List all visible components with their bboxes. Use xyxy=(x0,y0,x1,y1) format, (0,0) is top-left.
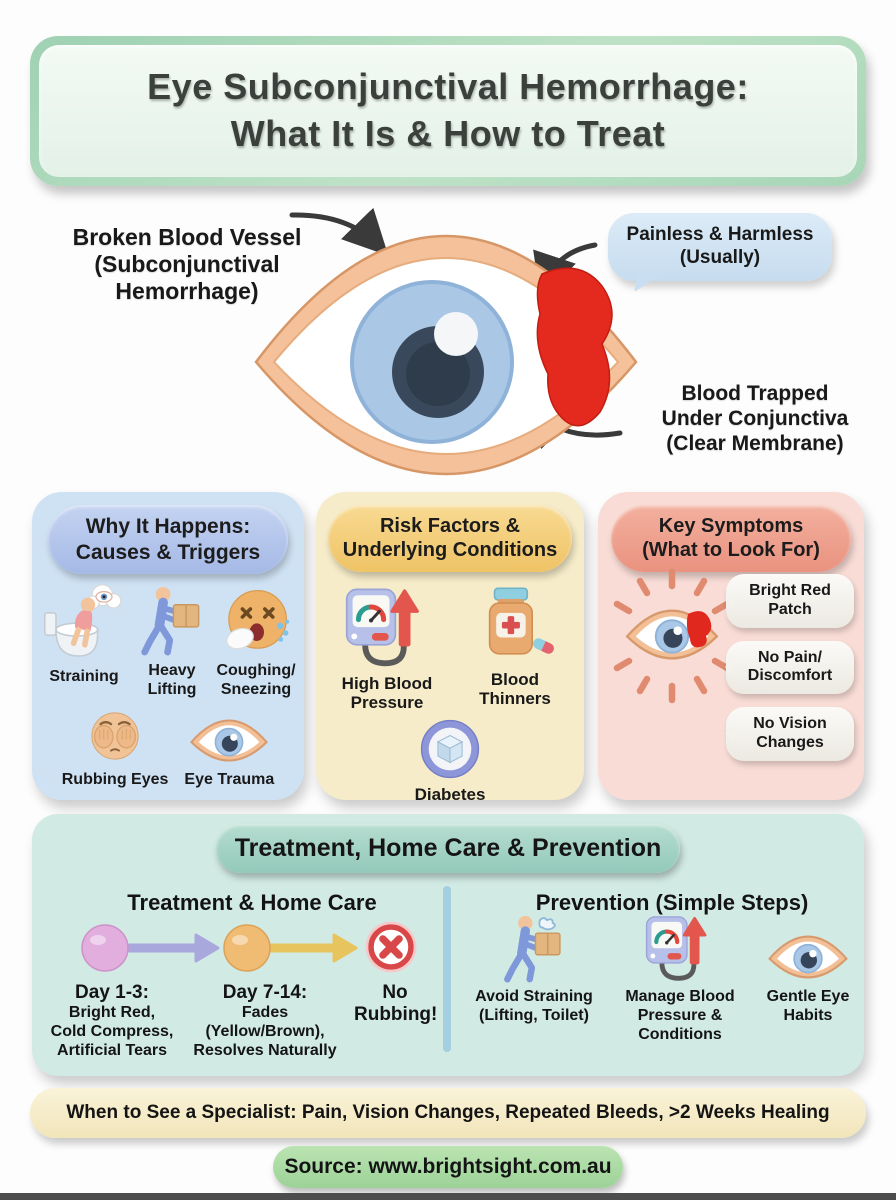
symptom-bubble-no-pain: No Pain/ Discomfort xyxy=(725,640,854,695)
cause-item-straining: Straining xyxy=(40,584,128,699)
manage-bp-icon xyxy=(641,912,719,984)
cause-item-eye-trauma: Eye Trauma xyxy=(184,705,274,789)
blood-pressure-icon xyxy=(340,586,434,670)
specialist-warning-strip: When to See a Specialist: Pain, Vision C… xyxy=(30,1088,866,1138)
symptom-bubble-bright-red-patch: Bright Red Patch xyxy=(725,573,854,628)
risks-row-2: Diabetes xyxy=(316,717,584,805)
diabetes-icon xyxy=(418,717,482,781)
prevention-section-title: Prevention (Simple Steps) xyxy=(535,890,809,915)
cause-label-coughing: Coughing/ Sneezing xyxy=(216,662,296,698)
prevention-item-avoid-straining: Avoid Straining (Lifting, Toilet) xyxy=(464,912,604,1045)
risks-row-1: High Blood Pressure xyxy=(316,586,584,713)
source-attribution: Source: www.brightsight.com.au xyxy=(273,1146,623,1188)
eye-trauma-icon xyxy=(189,705,269,767)
symptom-eye-icon xyxy=(613,568,731,704)
timeline-step-1-title: Day 1-3: xyxy=(75,982,149,1003)
gentle-eye-icon xyxy=(767,912,849,984)
bottom-edge-bar xyxy=(0,1193,896,1200)
causes-panel-header: Why It Happens: Causes & Triggers xyxy=(48,505,288,575)
treatment-panel-header: Treatment, Home Care & Prevention xyxy=(216,824,680,873)
symptoms-body: Bright Red Patch No Pain/ Discomfort No … xyxy=(598,568,864,772)
risk-label-diabetes: Diabetes xyxy=(414,784,486,804)
causes-row-1: Straining Heavy Lifting xyxy=(32,584,304,699)
treatment-section-title: Treatment & Home Care xyxy=(127,890,377,915)
timeline-step-2-desc: Fades (Yellow/Brown), Resolves Naturally xyxy=(193,1004,337,1060)
avoid-straining-icon xyxy=(498,912,570,984)
eye-illustration xyxy=(254,234,638,476)
causes-row-2: Rubbing Eyes Eye Trauma xyxy=(32,705,304,789)
heavy-lifting-icon xyxy=(135,584,209,658)
symptom-bubbles: Bright Red Patch No Pain/ Discomfort No … xyxy=(725,573,854,762)
title-banner: Eye Subconjunctival Hemorrhage: What It … xyxy=(30,36,866,186)
prevention-items: Avoid Straining (Lifting, Toilet) Manage… xyxy=(464,912,860,1045)
causes-panel: Why It Happens: Causes & Triggers xyxy=(32,492,304,800)
title-inner: Eye Subconjunctival Hemorrhage: What It … xyxy=(39,45,857,177)
prevention-label-avoid-straining: Avoid Straining (Lifting, Toilet) xyxy=(475,988,593,1024)
symptoms-panel: Key Symptoms (What to Look For) xyxy=(598,492,864,800)
symptom-bubble-no-vision-changes: No Vision Changes xyxy=(725,707,854,762)
prevention-label-gentle-eye: Gentle Eye Habits xyxy=(766,988,850,1024)
rubbing-eyes-icon xyxy=(82,705,148,767)
straining-icon xyxy=(40,584,128,664)
cause-item-heavy-lifting: Heavy Lifting xyxy=(135,584,209,699)
blood-trapped-label: Blood Trapped Under Conjunctiva (Clear M… xyxy=(661,382,849,455)
risk-label-blood-thinners: Blood Thinners xyxy=(479,669,551,709)
cause-item-rubbing-eyes: Rubbing Eyes xyxy=(61,705,169,789)
prevention-label-manage-bp: Manage Blood Pressure & Conditions xyxy=(625,988,735,1043)
page-title-line1: Eye Subconjunctival Hemorrhage: xyxy=(147,66,749,108)
cause-label-heavy-lifting: Heavy Lifting xyxy=(147,662,197,698)
coughing-sneezing-icon xyxy=(216,584,296,658)
timeline-step-1: Day 1-3: Bright Red, Cold Compress, Arti… xyxy=(40,982,184,1061)
no-rubbing-icon xyxy=(365,921,417,973)
risk-item-blood-pressure: High Blood Pressure xyxy=(340,586,434,713)
prevention-item-gentle-eye: Gentle Eye Habits xyxy=(756,912,860,1045)
page-title-line2: What It Is & How to Treat xyxy=(230,113,666,154)
cause-item-coughing: Coughing/ Sneezing xyxy=(216,584,296,699)
blood-thinners-icon xyxy=(470,586,560,666)
risk-item-blood-thinners: Blood Thinners xyxy=(470,586,560,713)
healing-timeline xyxy=(81,924,358,972)
painless-bubble: Painless & Harmless (Usually) xyxy=(608,213,832,281)
treatment-panel: Treatment, Home Care & Prevention Treatm… xyxy=(32,814,864,1076)
timeline-step-1-desc: Bright Red, Cold Compress, Artificial Te… xyxy=(50,1004,174,1060)
cause-label-rubbing-eyes: Rubbing Eyes xyxy=(61,771,169,788)
cause-label-eye-trauma: Eye Trauma xyxy=(184,771,275,788)
section-divider xyxy=(443,886,451,1052)
timeline-step-2: Day 7-14: Fades (Yellow/Brown), Resolves… xyxy=(184,982,346,1061)
no-rubbing-label: No Rubbing! xyxy=(354,982,438,1026)
risks-panel-header: Risk Factors & Underlying Conditions xyxy=(328,505,572,572)
broken-vessel-label: Broken Blood Vessel (Subconjunctival Hem… xyxy=(72,224,302,305)
cause-label-straining: Straining xyxy=(49,668,119,686)
prevention-item-manage-bp: Manage Blood Pressure & Conditions xyxy=(611,912,749,1045)
timeline-step-2-title: Day 7-14: xyxy=(222,982,308,1003)
risk-item-diabetes: Diabetes xyxy=(414,717,486,805)
risks-panel: Risk Factors & Underlying Conditions Hig… xyxy=(316,492,584,804)
symptoms-panel-header: Key Symptoms (What to Look For) xyxy=(611,505,851,572)
risk-label-blood-pressure: High Blood Pressure xyxy=(341,673,433,713)
